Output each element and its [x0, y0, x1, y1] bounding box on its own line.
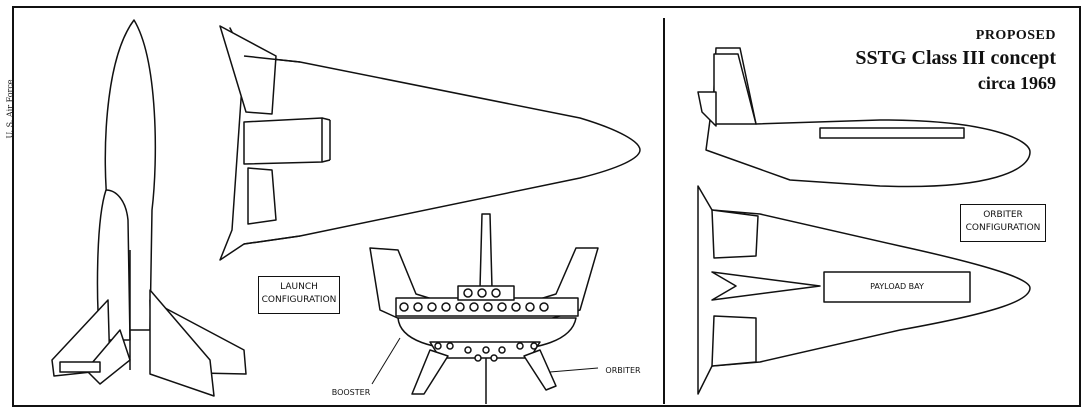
orbiter-side-payload-door: [819, 127, 965, 139]
planform-upper-fin: [219, 25, 277, 115]
front-engine-nozzles: [399, 288, 549, 362]
title-line-1: PROPOSED: [975, 28, 1056, 43]
orbiter-side-view: [697, 47, 1031, 188]
orbiter-side-tail: [713, 53, 757, 125]
orbiter-configuration-label: ORBITER CONFIGURATION: [960, 204, 1046, 242]
orbiter-planform-arrow: [711, 271, 821, 301]
outer-frame: [12, 6, 1081, 407]
credit-vertical: U. S. Air Force: [2, 40, 15, 140]
orbiter-side-fuselage: [705, 47, 1031, 188]
front-left-leg: [411, 349, 449, 395]
launch-configuration-text: LAUNCH CONFIGURATION: [261, 282, 337, 305]
booster-leader: [371, 337, 401, 385]
orbiter-planform-fin-lower: [711, 315, 757, 367]
launch-configuration-label: LAUNCH CONFIGURATION: [258, 276, 340, 314]
planform-delta: [219, 27, 641, 261]
planform-engine-box: [243, 117, 323, 165]
orbiter-planform-payload-bay: [823, 271, 971, 303]
booster-label: BOOSTER: [326, 386, 376, 399]
side-lower-detail: [59, 361, 101, 373]
front-dorsal-fin: [479, 213, 493, 289]
orbiter-leader: [549, 367, 599, 373]
booster-text: BOOSTER: [331, 388, 371, 397]
orbiter-text: ORBITER: [605, 366, 641, 375]
title-block: PROPOSED SSTG Class III concept circa 19…: [855, 27, 1056, 95]
title-line-3: circa 1969: [977, 73, 1056, 93]
orbiter-configuration-text: ORBITER CONFIGURATION: [965, 210, 1041, 233]
launch-side-view: [51, 19, 247, 397]
title-line-2: SSTG Class III concept: [855, 47, 1056, 69]
payload-bay-text: PAYLOAD BAY: [870, 282, 924, 291]
orbiter-label: ORBITER: [598, 364, 648, 377]
orbiter-planform-fin-upper: [711, 209, 759, 259]
payload-bay-label: PAYLOAD BAY: [836, 280, 958, 293]
credit-text: U. S. Air Force: [5, 79, 15, 139]
orbiter-planform: [697, 185, 1031, 395]
front-right-leg: [523, 349, 557, 391]
planform-lower-fin: [247, 167, 277, 225]
orbiter-side-tail-base: [697, 91, 717, 127]
side-tail-fin: [149, 289, 215, 397]
launch-planform: [219, 25, 641, 261]
